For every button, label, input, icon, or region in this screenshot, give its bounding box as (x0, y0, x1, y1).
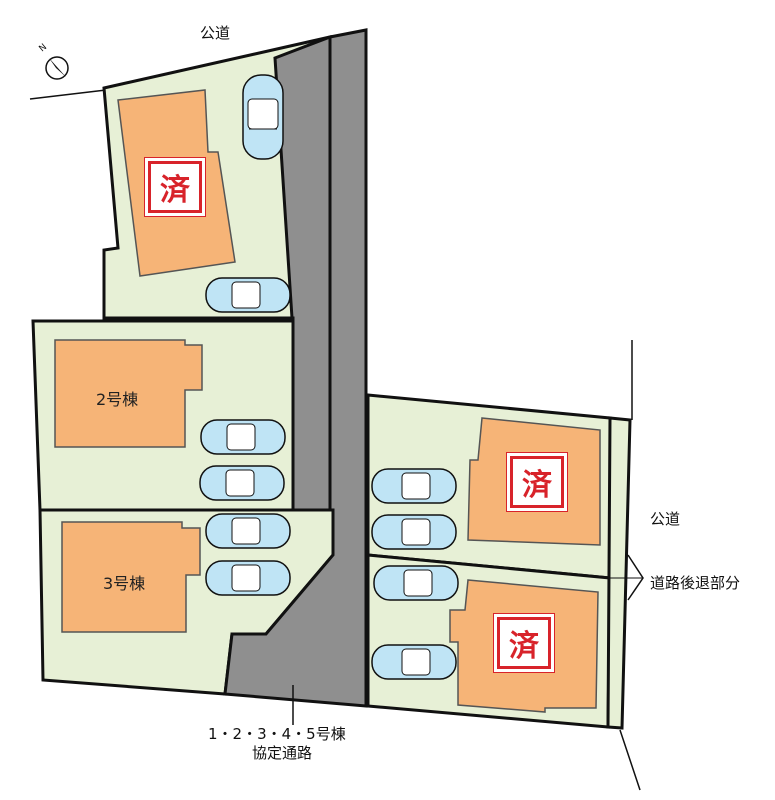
car-icon (200, 419, 286, 455)
north-arrow-icon: N (38, 42, 69, 80)
public-road-label-top: 公道 (200, 24, 231, 42)
building-2-label: 2号棟 (96, 390, 139, 409)
sold-badge-4: 済 (506, 452, 568, 512)
car-icon (205, 560, 291, 596)
setback-strip (606, 416, 632, 730)
svg-text:N: N (38, 42, 50, 54)
public-road-label-right: 公道 (650, 510, 681, 528)
sold-badge-1: 済 (144, 157, 206, 217)
sold-badge-5: 済 (493, 613, 555, 673)
car-icon (242, 74, 284, 160)
setback-label: 道路後退部分 (650, 574, 741, 592)
car-icon (371, 644, 457, 680)
passage-label-line1: 1・2・3・4・5号棟 (208, 725, 346, 743)
building-2 (54, 339, 203, 448)
car-icon (205, 277, 291, 313)
passage-label-line2: 協定通路 (252, 744, 313, 762)
road-edge-right-line-bottom (619, 729, 641, 791)
building-3-label: 3号棟 (103, 574, 146, 593)
car-icon (371, 514, 457, 550)
car-icon (199, 465, 285, 501)
car-icon (373, 565, 459, 601)
car-icon (371, 468, 457, 504)
road-edge-top-line (29, 89, 107, 100)
car-icon (205, 513, 291, 549)
building-3 (61, 521, 201, 633)
